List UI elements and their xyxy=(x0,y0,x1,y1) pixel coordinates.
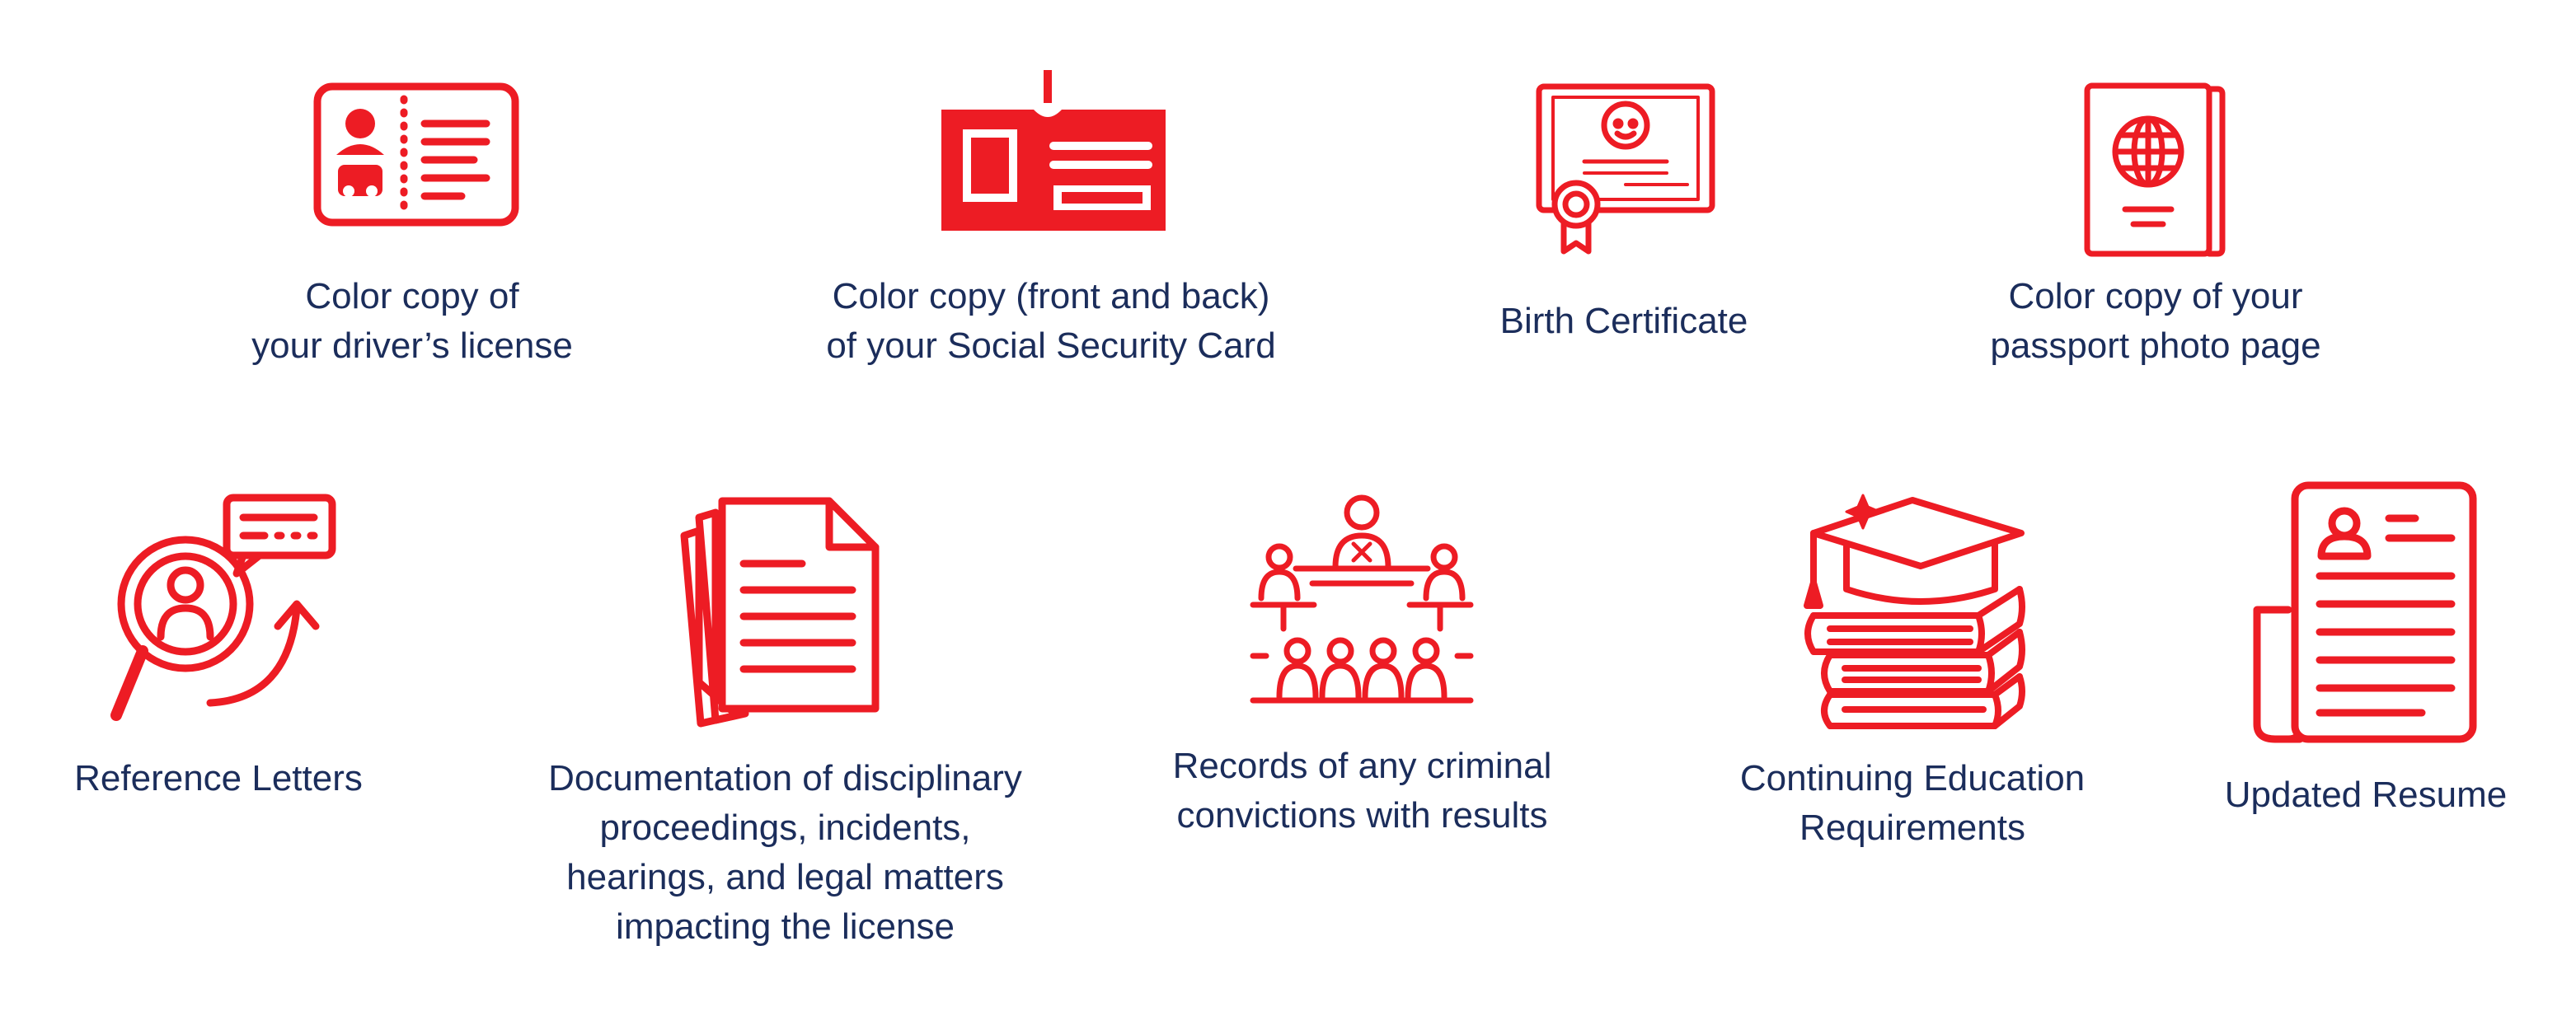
item-label: Updated Resume xyxy=(2189,770,2543,820)
drivers-license-icon xyxy=(313,82,519,227)
item-label: Records of any criminal convictions with… xyxy=(1133,742,1591,840)
label-line: convictions with results xyxy=(1176,795,1548,836)
item-label: Color copy of your driver’s license xyxy=(190,272,635,371)
label-line: Documentation of disciplinary xyxy=(548,758,1022,798)
label-line: Color copy (front and back) xyxy=(832,276,1270,316)
label-line: impacting the license xyxy=(616,906,955,947)
item-label: Color copy (front and back) of your Soci… xyxy=(787,272,1315,371)
document-stack-icon xyxy=(666,493,905,728)
label-line: Records of any criminal xyxy=(1172,746,1552,786)
reference-letters-icon xyxy=(103,493,338,728)
social-security-card-icon xyxy=(938,70,1169,235)
birth-certificate-icon xyxy=(1535,82,1716,255)
item-label: Reference Letters xyxy=(37,754,400,803)
item-label: Documentation of disciplinary proceeding… xyxy=(495,754,1076,952)
resume-icon xyxy=(2249,480,2480,744)
label-line: hearings, and legal matters xyxy=(566,857,1004,897)
label-line: Color copy of your xyxy=(2008,276,2303,316)
label-line: Continuing Education xyxy=(1739,758,2086,798)
item-label: Color copy of your passport photo page xyxy=(1925,272,2386,371)
item-label: Birth Certificate xyxy=(1459,297,1789,346)
education-books-icon xyxy=(1797,490,2028,729)
label-line: proceedings, incidents, xyxy=(599,808,971,848)
label-line: Updated Resume xyxy=(2224,775,2508,815)
label-line: your driver’s license xyxy=(251,325,573,366)
item-label: Continuing Education Requirements xyxy=(1677,754,2147,853)
courtroom-icon xyxy=(1246,493,1477,707)
label-line: passport photo page xyxy=(1990,325,2321,366)
label-line: Requirements xyxy=(1799,808,2025,848)
label-line: Reference Letters xyxy=(74,758,363,798)
label-line: Color copy of xyxy=(305,276,519,316)
passport-icon xyxy=(2084,82,2226,257)
label-line: of your Social Security Card xyxy=(826,325,1276,366)
label-line: Birth Certificate xyxy=(1499,301,1748,341)
